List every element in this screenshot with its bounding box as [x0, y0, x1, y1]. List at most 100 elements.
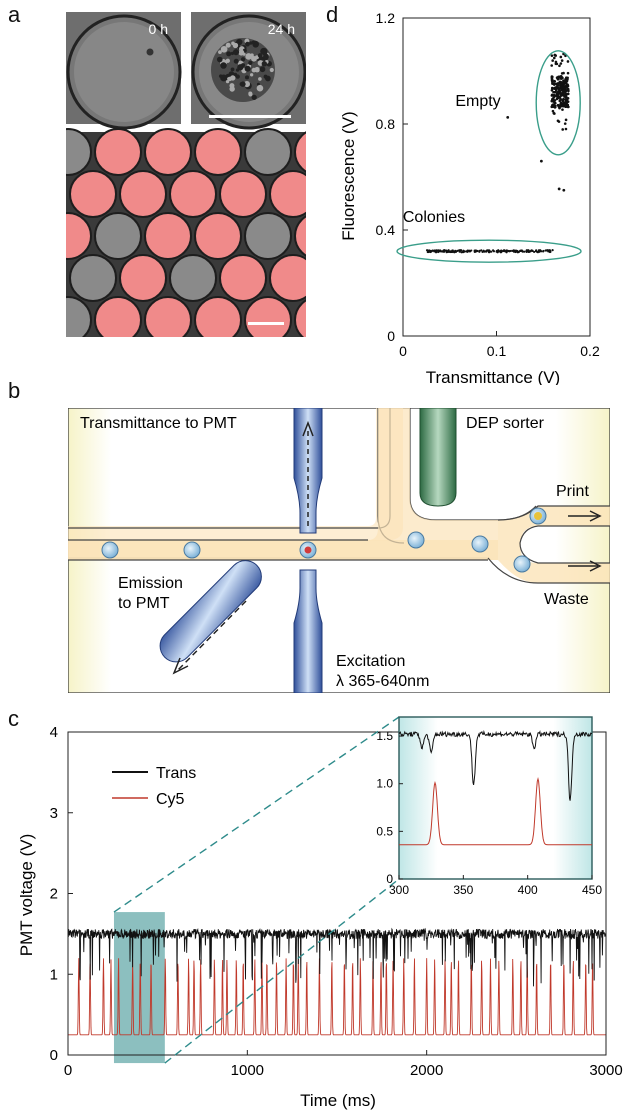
inset-y-tick-label: 1.0: [376, 777, 393, 791]
scatter-point-colony: [535, 249, 538, 252]
inset-x-tick-label: 300: [389, 883, 409, 897]
colony-cell: [261, 61, 268, 67]
scatter-point-colony: [533, 250, 536, 254]
scatter-point-colony: [542, 249, 545, 253]
scatter-point-colony: [504, 250, 507, 253]
scatter-point-empty: [565, 83, 568, 87]
scatter-point-colony: [527, 249, 530, 252]
colony-cell: [220, 62, 227, 69]
cluster-label-colonies: Colonies: [403, 209, 465, 226]
scatter-point-empty: [566, 60, 570, 63]
y-tick-label: 1: [50, 966, 58, 983]
droplet-empty: [144, 128, 192, 176]
scatter-point-colony: [517, 250, 520, 254]
scatter-point-empty: [550, 64, 553, 67]
scatter-point-colony: [548, 249, 551, 252]
scatter-point-empty: [566, 87, 570, 91]
scatter-point-empty: [554, 60, 558, 64]
scatter-point-colony: [434, 249, 437, 253]
scatter-point-colony: [454, 249, 457, 252]
droplet-empty: [169, 170, 217, 218]
scatter-point-empty: [560, 59, 564, 62]
scatter-point-empty: [555, 62, 559, 66]
scatter-point-colony: [445, 250, 449, 253]
scatter-plot-frame: [402, 17, 591, 337]
droplet-empty: [144, 212, 192, 260]
colonies-cluster-ellipse: [396, 239, 582, 263]
colony-cell: [263, 74, 268, 79]
colony-cell: [251, 94, 257, 100]
colony-cell: [225, 80, 230, 84]
scatter-point-colony: [427, 249, 430, 252]
scatter-point-colony: [508, 250, 511, 253]
colony-cell: [240, 81, 246, 87]
legend-trans: Trans: [156, 765, 196, 782]
colony-cell: [226, 51, 232, 57]
colony-cell: [230, 75, 236, 81]
colony-cell: [249, 73, 254, 77]
colony-cell: [256, 84, 264, 92]
droplet-empty: [194, 296, 242, 337]
dep-sorter-electrode: [419, 408, 457, 507]
legend-cy5: Cy5: [156, 791, 185, 808]
label-emission-1: Emission: [118, 575, 183, 592]
y-tick-label: 0: [50, 1047, 58, 1064]
timeseries-legend: Trans Cy5: [112, 765, 196, 808]
inset-y-tick-label: 0.5: [376, 824, 393, 838]
scatter-point-empty: [566, 71, 570, 75]
colony-cell: [248, 60, 253, 66]
timeseries-y-axis-label: PMT voltage (V): [17, 834, 36, 957]
droplet-colony: [66, 296, 92, 337]
scatter-point-outlier: [557, 187, 561, 191]
scatter-point-outlier: [562, 188, 566, 192]
droplet-empty: [269, 170, 306, 218]
scatter-point-colony: [466, 250, 469, 253]
droplet-empty: [94, 296, 142, 337]
inset-x-tick-label: 450: [582, 883, 602, 897]
colony-cell: [237, 64, 244, 71]
colony-cell: [251, 67, 257, 73]
label-print: Print: [556, 483, 589, 500]
scatter-point-empty: [554, 94, 558, 97]
scatter-point-colony: [458, 250, 461, 253]
scatter-point-empty: [562, 79, 565, 82]
array-scale-bar: [248, 322, 284, 325]
scatter-point-empty: [559, 98, 562, 101]
scatter-point-colony: [488, 250, 491, 253]
scatter-point-empty: [561, 108, 564, 111]
micrograph-24h: 24 h: [191, 12, 306, 130]
scatter-point-empty: [556, 96, 559, 100]
droplet-colony: [94, 212, 142, 260]
droplet-empty: [94, 128, 142, 176]
label-excitation-1: Excitation: [336, 653, 405, 670]
scatter-point-empty: [564, 94, 568, 98]
scatter-point-empty: [562, 71, 565, 75]
cy5-series-line: [68, 958, 606, 1036]
label-excitation-2: λ 365-640nm: [336, 673, 429, 690]
droplet-empty: [294, 299, 306, 337]
droplet-empty: [66, 212, 92, 260]
scatter-point-colony: [495, 250, 498, 253]
scatter-point-empty: [565, 79, 569, 83]
inset-x-tick-label: 350: [453, 883, 473, 897]
y-tick-label: 3: [50, 805, 58, 822]
scatter-point-empty: [554, 90, 557, 94]
scatter-point-empty: [550, 88, 554, 92]
x-tick-label: 0: [64, 1062, 72, 1079]
scatter-point-empty: [564, 127, 568, 131]
scatter-point-colony: [545, 249, 549, 252]
colony-cell: [230, 67, 235, 72]
scatter-point-empty: [566, 92, 570, 96]
cluster-label-empty: Empty: [455, 93, 500, 110]
colony-cell: [251, 56, 257, 62]
colony-cell: [225, 42, 231, 48]
scatter-point-empty: [563, 87, 567, 91]
colony-cell: [218, 50, 222, 54]
scatter-point-colony: [551, 249, 554, 252]
scatter-point-empty: [553, 99, 556, 102]
colony-cell: [229, 83, 235, 89]
scatter-point-empty: [559, 80, 563, 84]
colony-cell: [245, 53, 252, 60]
scatter-point-empty: [564, 100, 568, 104]
